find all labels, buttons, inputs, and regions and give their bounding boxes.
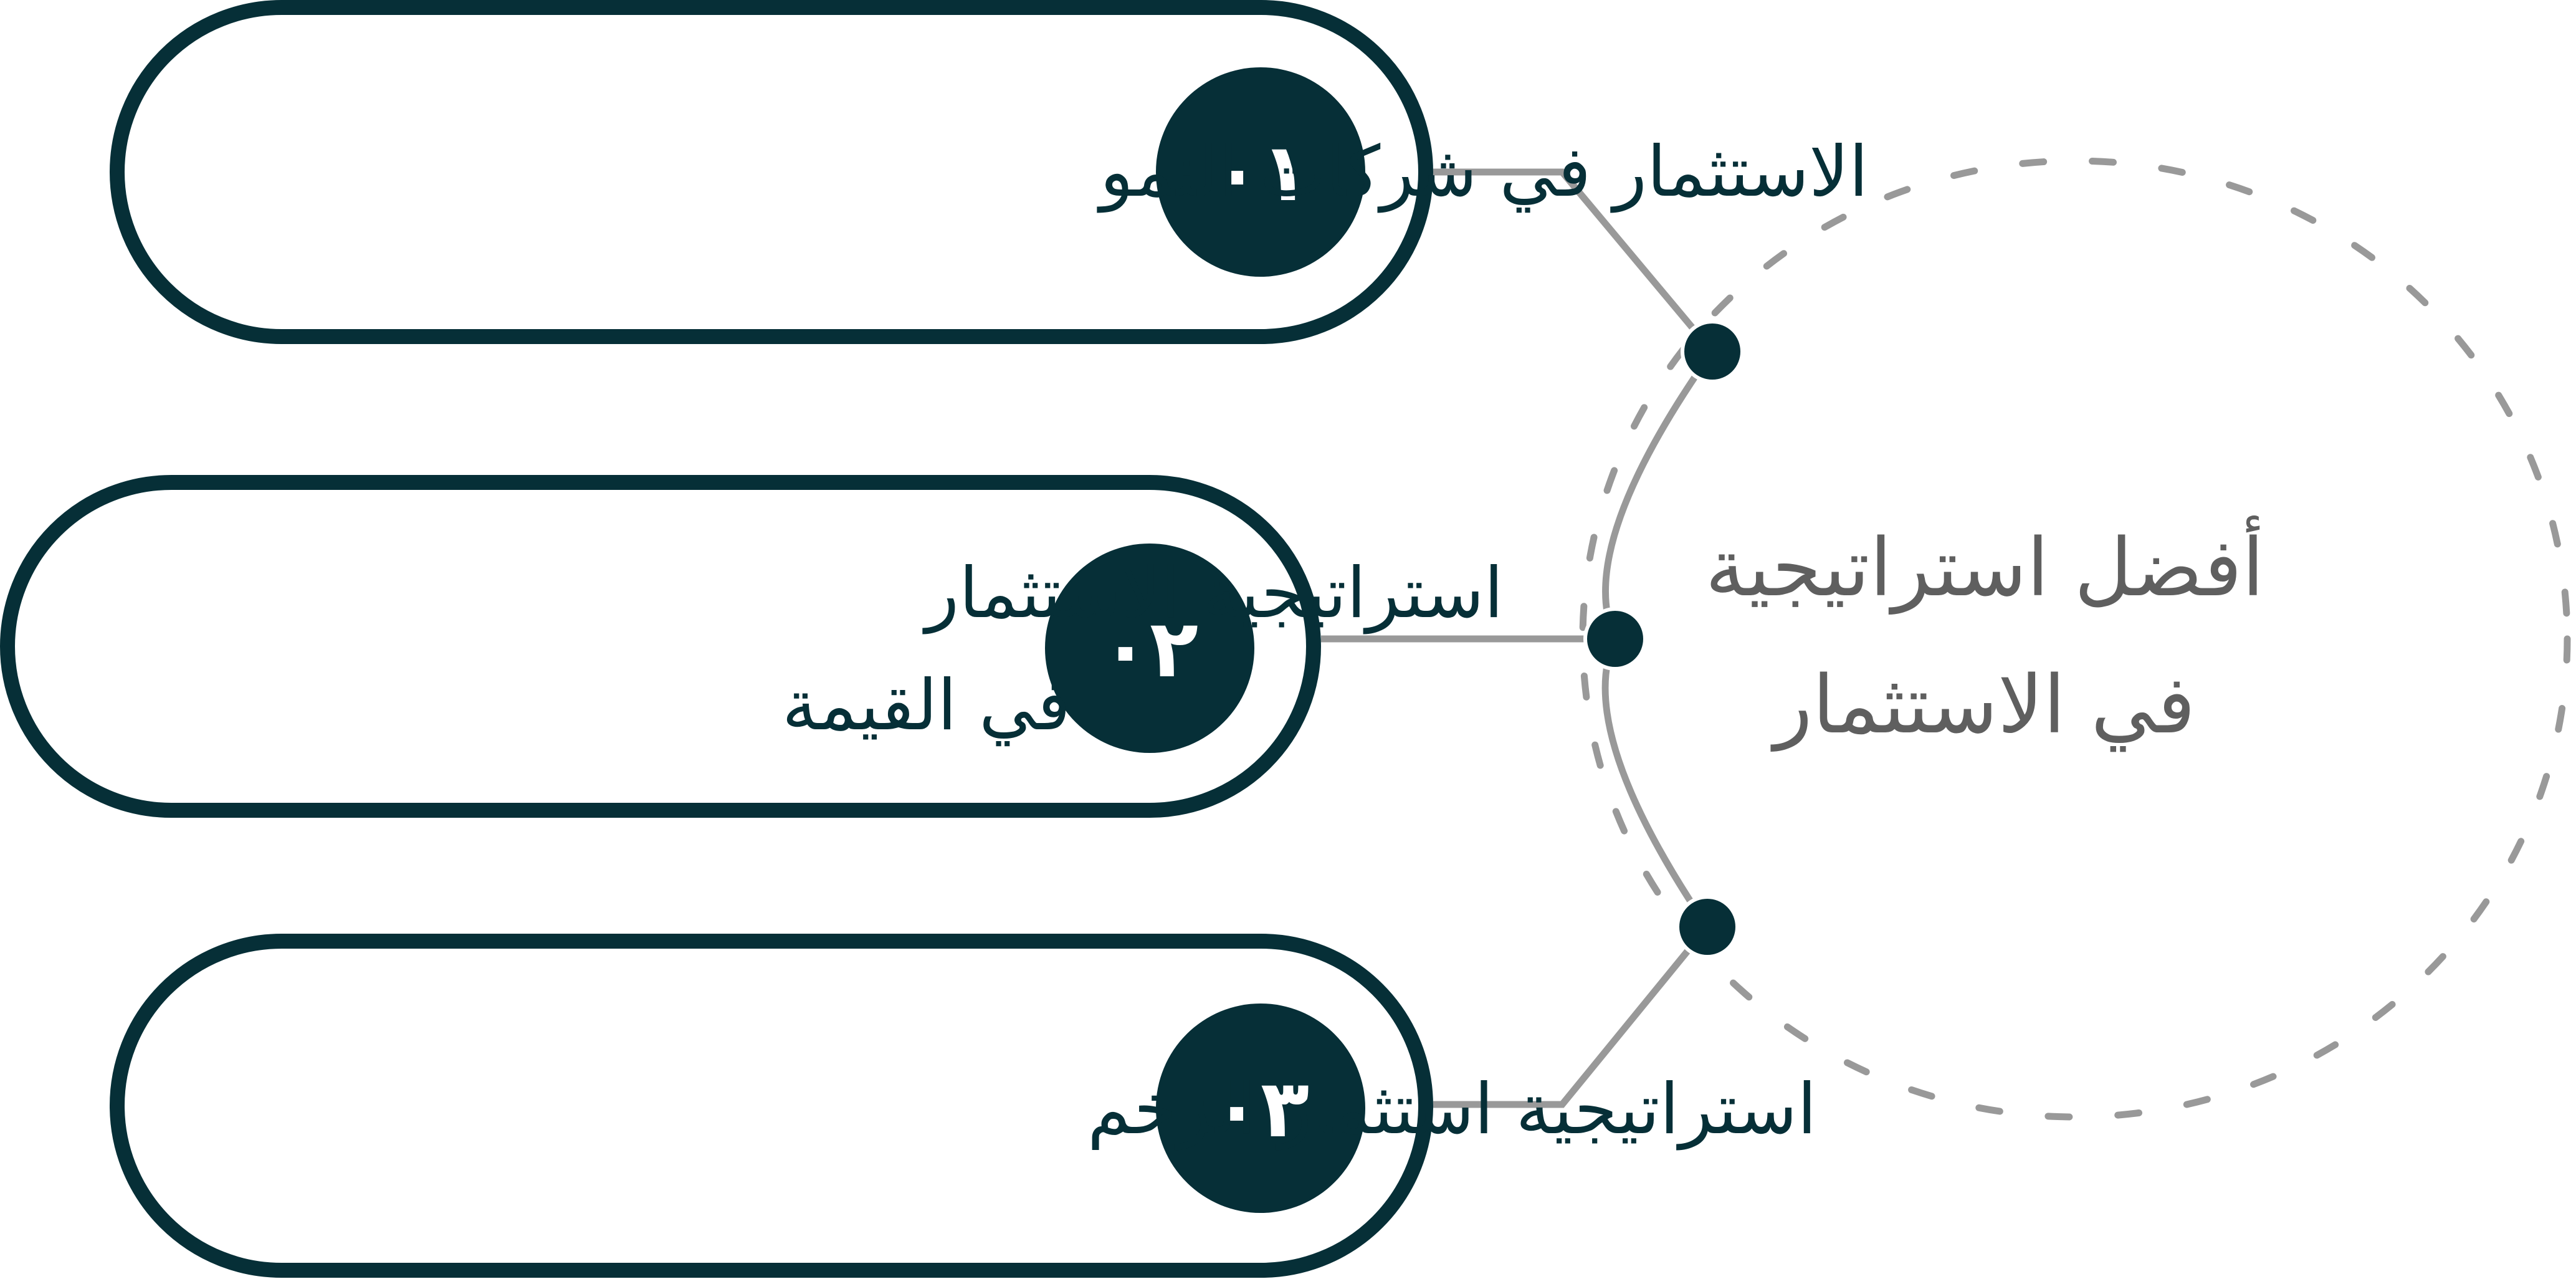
item-number: ٠١ [1212, 127, 1309, 219]
item-number: ٠٣ [1212, 1063, 1309, 1156]
junction-dot-1 [1681, 320, 1744, 383]
connector-line-1 [1433, 168, 1715, 354]
connector-line-3 [1433, 924, 1710, 1108]
junction-dot-3 [1676, 895, 1739, 959]
item-pill [110, 0, 1433, 344]
dashed-circle [1579, 157, 2571, 1121]
strategy-item-1: ٠١ الاستثمار في شركات النمو [110, 0, 1868, 344]
item-pill [0, 475, 1321, 818]
junction-dot-2 [1583, 607, 1647, 671]
item-label-line-2: في القيمة [782, 665, 1071, 747]
center-title-line-1: أفضل استراتيجية [1705, 515, 2264, 615]
number-badge [1156, 1004, 1365, 1213]
item-label: استراتيجية استثمار الزخم [1087, 1069, 1816, 1151]
item-label-line-1: استراتيجية الاستثمار [922, 553, 1504, 635]
strategy-item-2: ٠٢ استراتيجية الاستثمار في القيمة [0, 475, 1504, 818]
strategy-item-3: ٠٣ استراتيجية استثمار الزخم [110, 934, 1816, 1278]
center-title-line-2: في الاستثمار [1770, 659, 2195, 752]
number-badge [1045, 544, 1254, 753]
item-label: الاستثمار في شركات النمو [1097, 132, 1868, 213]
item-pill [110, 934, 1433, 1278]
item-number: ٠٢ [1101, 603, 1198, 696]
number-badge [1156, 67, 1365, 277]
